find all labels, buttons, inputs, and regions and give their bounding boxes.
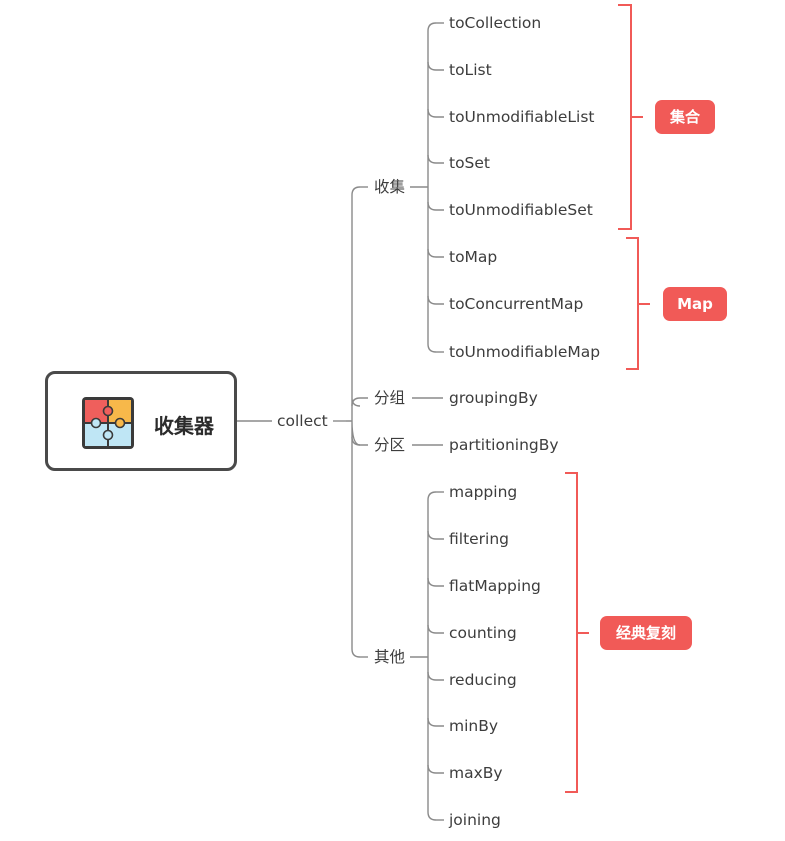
leaf-node[interactable]: toList — [449, 61, 492, 79]
leaf-node[interactable]: toUnmodifiableList — [449, 108, 595, 126]
leaf-node[interactable]: counting — [449, 624, 517, 642]
leaf-node[interactable]: partitioningBy — [449, 436, 559, 454]
leaf-node[interactable]: groupingBy — [449, 389, 538, 407]
leaf-node[interactable]: toUnmodifiableSet — [449, 201, 593, 219]
root-node[interactable]: 收集器 — [45, 371, 237, 471]
leaf-node[interactable]: toCollection — [449, 14, 542, 32]
annotation-badge-jingdian[interactable]: 经典复刻 — [600, 616, 692, 650]
spine-shouji — [427, 22, 437, 353]
group-label-fenqu[interactable]: 分区 — [374, 436, 406, 454]
annotation-badge-jihe[interactable]: 集合 — [655, 100, 715, 134]
leaf-node[interactable]: toMap — [449, 248, 498, 266]
bracket-jingdian — [565, 472, 589, 793]
leaf-node[interactable]: joining — [449, 811, 501, 829]
leaf-node[interactable]: mapping — [449, 483, 518, 501]
leaf-node[interactable]: toUnmodifiableMap — [449, 343, 601, 361]
hub-label[interactable]: collect — [277, 412, 328, 430]
root-label: 收集器 — [154, 414, 214, 438]
leaf-node[interactable]: minBy — [449, 717, 499, 735]
group-label-shouji[interactable]: 收集 — [374, 178, 406, 196]
ticks-shouji — [427, 22, 444, 353]
leaf-node[interactable]: maxBy — [449, 764, 503, 782]
connector-l1-fenqu — [351, 436, 368, 446]
connector-l1-fenzu — [351, 397, 368, 407]
leaf-node[interactable]: reducing — [449, 671, 517, 689]
annotation-badge-map[interactable]: Map — [663, 287, 727, 321]
leaf-node[interactable]: toSet — [449, 154, 491, 172]
bracket-map — [626, 237, 650, 370]
leaf-node[interactable]: toConcurrentMap — [449, 295, 584, 313]
spine-level1 — [346, 186, 361, 658]
leaf-node[interactable]: filtering — [449, 530, 510, 548]
puzzle-icon — [82, 397, 134, 449]
group-label-qita[interactable]: 其他 — [374, 648, 406, 666]
leaf-node[interactable]: flatMapping — [449, 577, 541, 595]
bracket-jihe — [618, 4, 643, 230]
group-label-fenzu[interactable]: 分组 — [374, 389, 406, 407]
spine-qita — [427, 491, 437, 821]
ticks-qita — [427, 491, 444, 821]
